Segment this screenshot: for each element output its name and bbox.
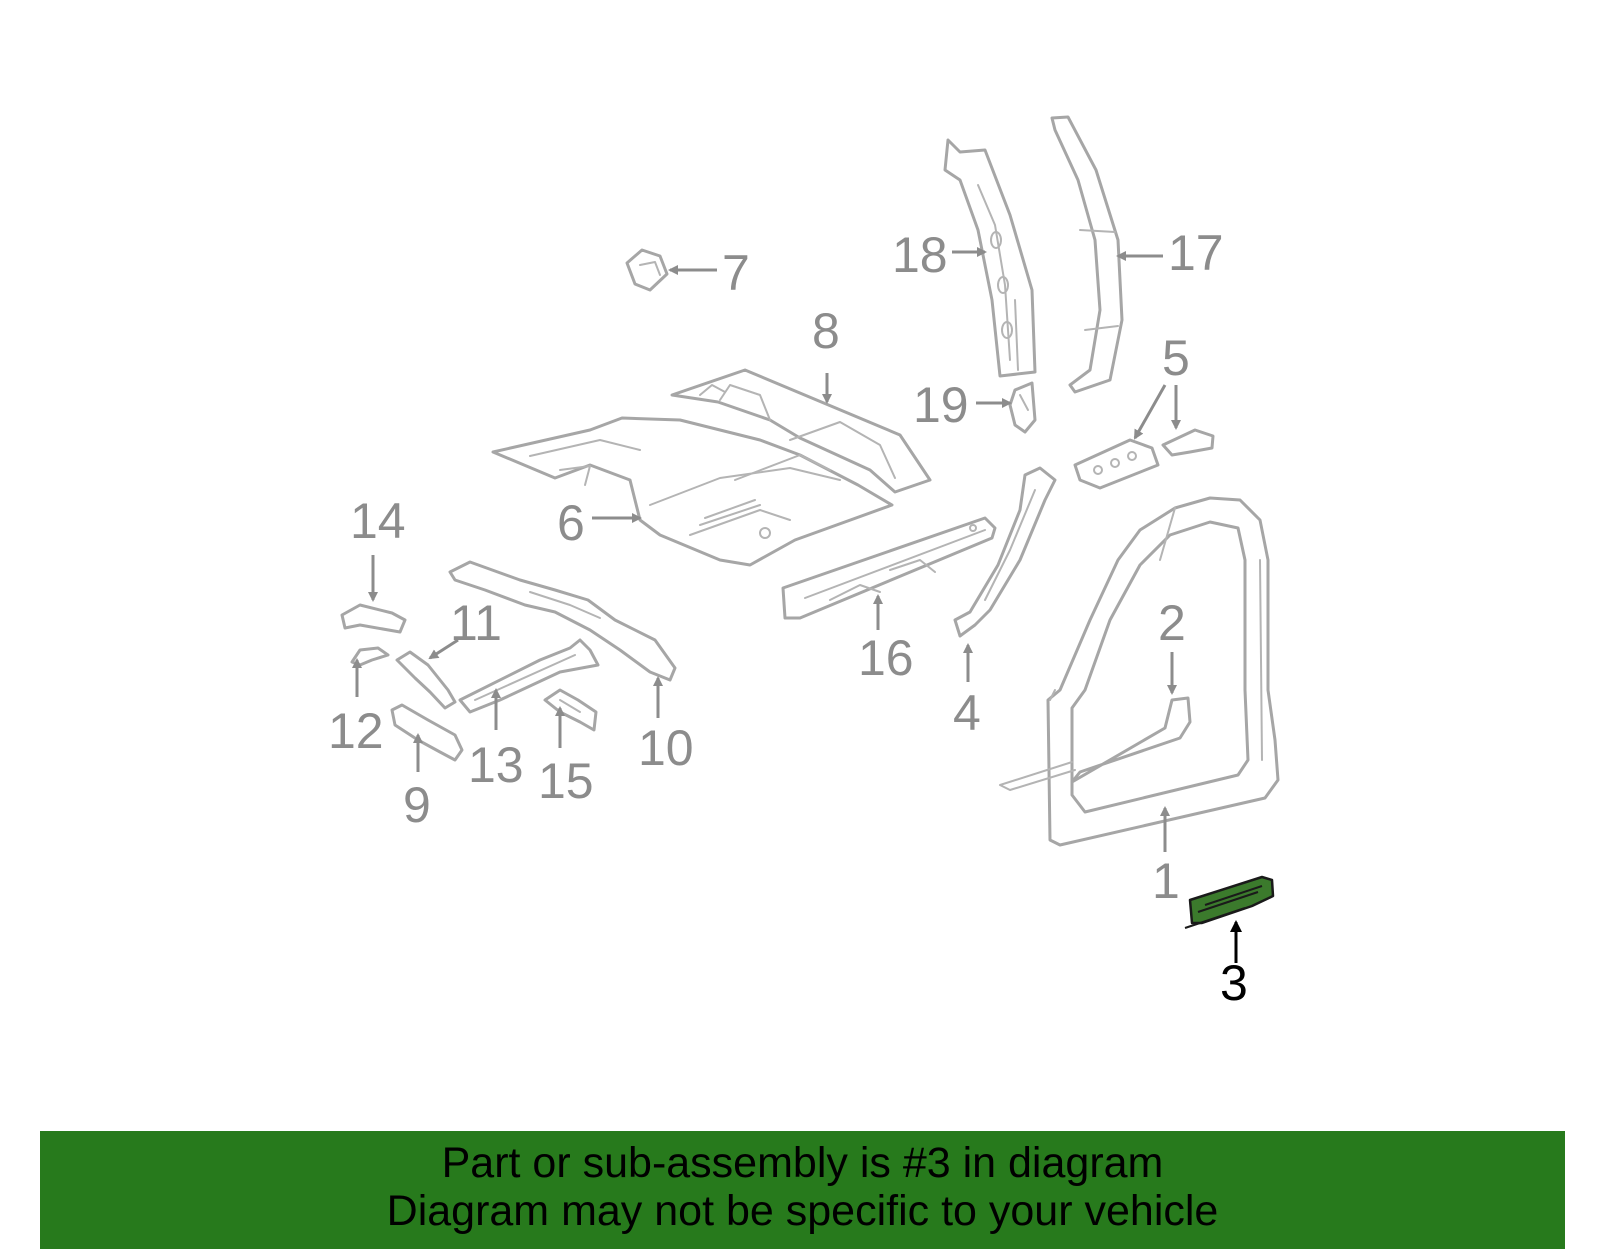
part-18-inner-pillar[interactable] [943,138,1037,378]
callout-6: 6 [557,495,585,551]
part-5-reinforcements[interactable] [1073,428,1215,490]
part-3-sill-plate-highlighted[interactable] [1184,875,1275,929]
callout-5: 5 [1162,330,1190,386]
part-4-pillar-lower[interactable] [953,466,1057,638]
callout-9: 9 [403,777,431,833]
callout-19: 19 [913,377,969,433]
callout-17: 17 [1168,225,1224,281]
callout-8: 8 [812,303,840,359]
callout-4: 4 [953,685,981,741]
callout-12: 12 [328,703,384,759]
part-16-rocker-inner[interactable] [781,516,997,620]
callout-16: 16 [858,630,914,686]
callout-14: 14 [350,493,406,549]
part-14-bracket[interactable] [340,603,407,634]
part-6-floor-pan[interactable] [491,416,894,567]
part-1-side-frame[interactable] [999,496,1280,847]
part-11-bracket[interactable] [395,650,457,710]
callout-11: 11 [450,595,502,651]
info-banner: Part or sub-assembly is #3 in diagram Di… [40,1131,1565,1249]
callout-13: 13 [468,737,524,793]
callout-15: 15 [538,753,594,809]
part-2-sill-reinforcement[interactable] [1070,696,1192,784]
part-15-bracket[interactable] [543,688,598,732]
callout-18: 18 [892,227,948,283]
part-10-crossmember[interactable] [448,560,677,682]
part-17-outer-pillar[interactable] [1050,115,1124,394]
callout-7: 7 [722,245,750,301]
callout-10: 10 [638,720,694,776]
part-9-bracket[interactable] [390,703,464,762]
callout-2: 2 [1158,595,1186,651]
part-19-bracket[interactable] [1008,381,1037,434]
part-7-bracket[interactable] [625,248,669,292]
part-8-floor-pan-rear[interactable] [670,368,932,494]
banner-line-1: Part or sub-assembly is #3 in diagram [441,1139,1164,1187]
callout-1: 1 [1152,853,1180,909]
callout-labels: 7 8 18 17 19 5 6 16 4 2 1 10 14 11 12 13… [328,225,1248,1011]
leader-arrows [352,247,1242,963]
banner-line-2: Diagram may not be specific to your vehi… [386,1187,1219,1235]
callout-3-selected: 3 [1220,955,1248,1011]
